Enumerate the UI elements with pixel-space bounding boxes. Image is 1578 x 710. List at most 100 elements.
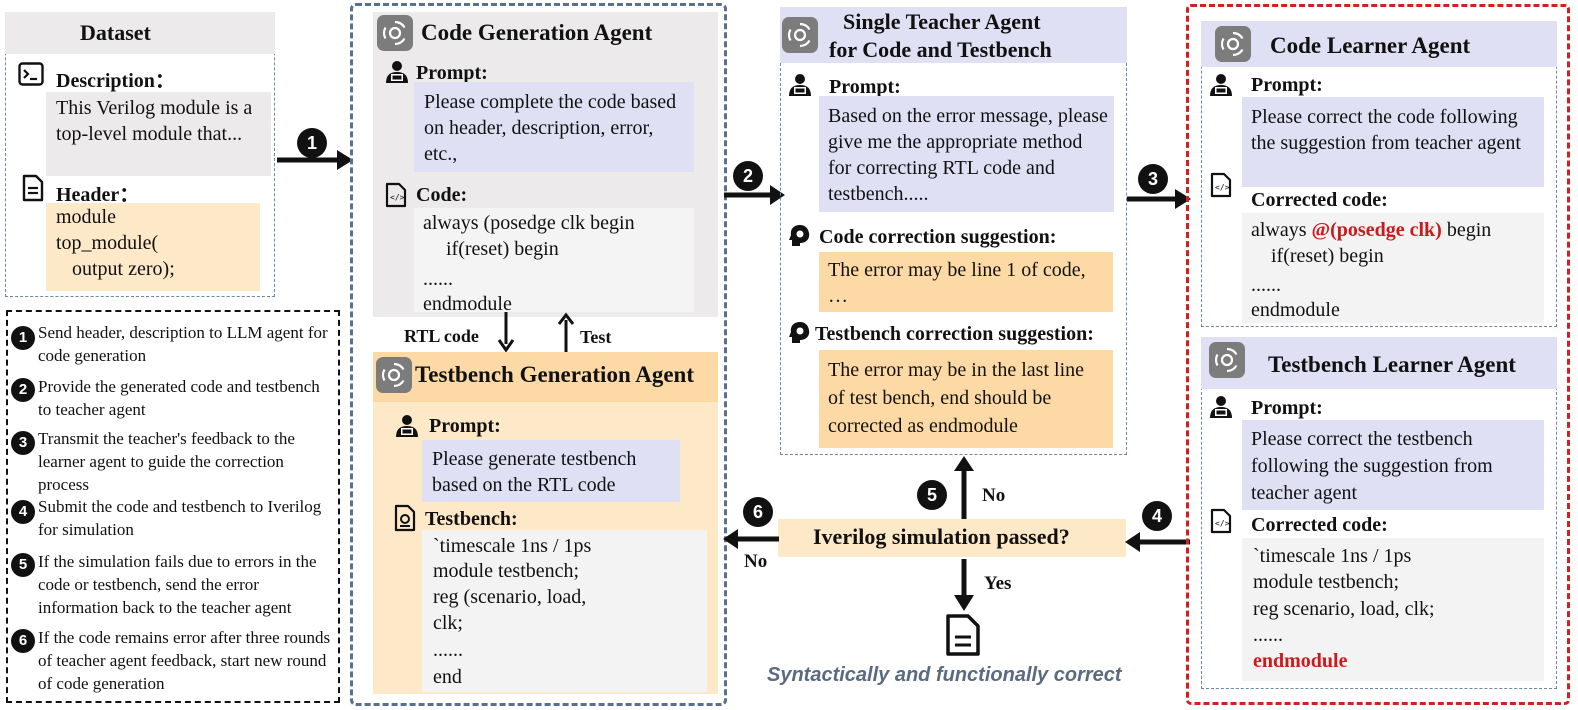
testbench-learner-corrected-label: Corrected code: <box>1251 514 1388 536</box>
legend-text-4: Submit the code and testbench to Iverilo… <box>38 497 322 539</box>
code-learner-line-1-pre: always <box>1251 219 1312 241</box>
brain-gear-icon <box>789 322 810 343</box>
generation-group <box>350 3 727 706</box>
testbench-gen-line-3: reg (scenario, load, <box>433 586 587 608</box>
simulation-result: Syntactically and functionally correct <box>767 664 1122 686</box>
code-learner-line-1-fix: @(posedge clk) <box>1311 219 1442 241</box>
code-learner-line-4: endmodule <box>1251 299 1340 321</box>
testbench-learner-line-2: module testbench; <box>1253 571 1400 593</box>
simulation-decision <box>778 519 1126 557</box>
legend-badge-6: 6 <box>11 629 35 653</box>
testbench-learner-line-3: reg scenario, load, clk; <box>1253 598 1435 620</box>
rtl-code-arrow <box>497 312 515 353</box>
teacher-body <box>780 63 1127 455</box>
no-left-label: No <box>744 551 768 572</box>
svg-text:</>: </> <box>390 193 405 202</box>
testbench-learner-line-5: endmodule <box>1253 650 1348 672</box>
testbench-file-icon <box>394 504 416 532</box>
code-learner-title: Code Learner Agent <box>1270 33 1471 58</box>
description-label: Description： <box>56 70 175 92</box>
arrow-step-1 <box>277 150 353 170</box>
testbench-learner-prompt-box <box>1242 420 1544 510</box>
chatgpt-logo-icon <box>782 17 818 53</box>
testbench-learner-title: Testbench Learner Agent <box>1268 352 1516 377</box>
testbench-suggestion-label: Testbench correction suggestion: <box>815 323 1094 345</box>
testbench-suggestion-box <box>819 350 1113 448</box>
code-learner-prompt-label: Prompt: <box>1251 74 1323 96</box>
code-gen-code-label: Code: <box>416 184 468 206</box>
teacher-prompt-box <box>819 96 1114 212</box>
rtl-code-label: RTL code <box>404 326 479 346</box>
testbench-suggestion-text: The error may be in the last line of tes… <box>828 359 1085 437</box>
code-learner-line-1: always @(posedge clk) begin <box>1251 217 1491 243</box>
no-up-label: No <box>982 485 1006 506</box>
code-suggestion-text: The error may be line 1 of code, … <box>828 259 1086 307</box>
code-gen-prompt-text: Please complete the code based on header… <box>424 91 677 165</box>
code-gen-code-line-3: ...... <box>423 268 453 290</box>
code-gen-title: Code Generation Agent <box>421 20 653 45</box>
testbench-gen-line-6: end <box>433 666 462 688</box>
legend-badge-1: 1 <box>11 326 35 350</box>
testbench-gen-line-1: `timescale 1ns / 1ps <box>433 535 592 557</box>
document-icon <box>946 614 980 656</box>
yes-label: Yes <box>984 573 1012 594</box>
testbench-gen-line-2: module testbench; <box>433 560 580 582</box>
code-file-icon: </> <box>385 182 407 208</box>
code-learner-code-box <box>1242 213 1544 323</box>
code-file-icon: </> <box>1210 172 1232 198</box>
teacher-title-bar <box>780 7 1127 63</box>
document-icon <box>22 174 44 202</box>
code-suggestion-box <box>819 252 1113 312</box>
step-badge-1: 1 <box>297 128 327 158</box>
header-line-2: top_module( <box>56 232 159 254</box>
code-gen-code-line-4: endmodule <box>423 293 512 315</box>
code-gen-prompt-label: Prompt: <box>416 62 488 84</box>
user-laptop-icon <box>396 415 418 437</box>
legend-text-2: Provide the generated code and testbench… <box>38 377 320 419</box>
description-text: This Verilog module is a top-level modul… <box>56 97 253 145</box>
testbench-learner-prompt-text: Please correct the testbench following t… <box>1251 428 1493 504</box>
testbench-gen-prompt-text: Please generate testbench based on the R… <box>432 448 637 496</box>
test-label: Test <box>580 327 612 347</box>
code-gen-prompt-box <box>414 82 694 172</box>
testbench-gen-prompt-box <box>422 440 680 502</box>
terminal-icon <box>18 62 44 86</box>
step-badge-3: 3 <box>1138 164 1168 194</box>
user-laptop-icon <box>386 61 408 83</box>
code-gen-code-line-2: if(reset) begin <box>446 238 559 260</box>
user-laptop-icon <box>789 74 811 96</box>
testbench-gen-prompt-label: Prompt: <box>429 415 501 437</box>
teacher-prompt-text: Based on the error message, please give … <box>828 105 1108 205</box>
testbench-gen-line-5: ...... <box>433 639 463 661</box>
chatgpt-logo-icon <box>377 15 413 51</box>
legend-badge-2: 2 <box>11 378 35 402</box>
legend-text-5: If the simulation fails due to errors in… <box>38 552 317 617</box>
legend-badge-5: 5 <box>11 553 35 577</box>
teacher-title-line-1: Single Teacher Agent <box>843 9 1041 34</box>
header-line-1: module <box>56 206 116 228</box>
testbench-learner-title-bar <box>1201 337 1557 389</box>
arrow-step-3 <box>1127 189 1191 209</box>
code-learner-prompt-text: Please correct the code following the su… <box>1251 106 1521 154</box>
testbench-learner-prompt-label: Prompt: <box>1251 397 1323 419</box>
chatgpt-logo-icon <box>1209 342 1245 378</box>
code-learner-corrected-label: Corrected code: <box>1251 189 1388 211</box>
code-learner-prompt-box <box>1242 97 1544 187</box>
testbench-gen-tb-label: Testbench: <box>425 508 518 530</box>
code-learner-line-3: ...... <box>1251 274 1281 296</box>
step-badge-5: 5 <box>917 480 947 510</box>
code-file-icon: </> <box>1210 508 1232 534</box>
step-badge-2: 2 <box>733 161 763 191</box>
testbench-gen-line-4: clk; <box>433 612 463 634</box>
dataset-title: Dataset <box>80 20 151 45</box>
code-gen-code-box <box>414 208 694 312</box>
legend-badge-4: 4 <box>11 500 35 524</box>
testbench-learner-line-4: ...... <box>1253 624 1283 646</box>
legend-text-6: If the code remains error after three ro… <box>38 628 331 693</box>
user-laptop-icon <box>1210 396 1232 418</box>
testbench-learner-code-box <box>1242 538 1544 681</box>
header-label: Header： <box>56 184 140 206</box>
dataset-title-bar <box>5 12 275 54</box>
legend-text-1: Send header, description to LLM agent fo… <box>38 323 328 365</box>
legend-badge-3: 3 <box>11 431 35 455</box>
